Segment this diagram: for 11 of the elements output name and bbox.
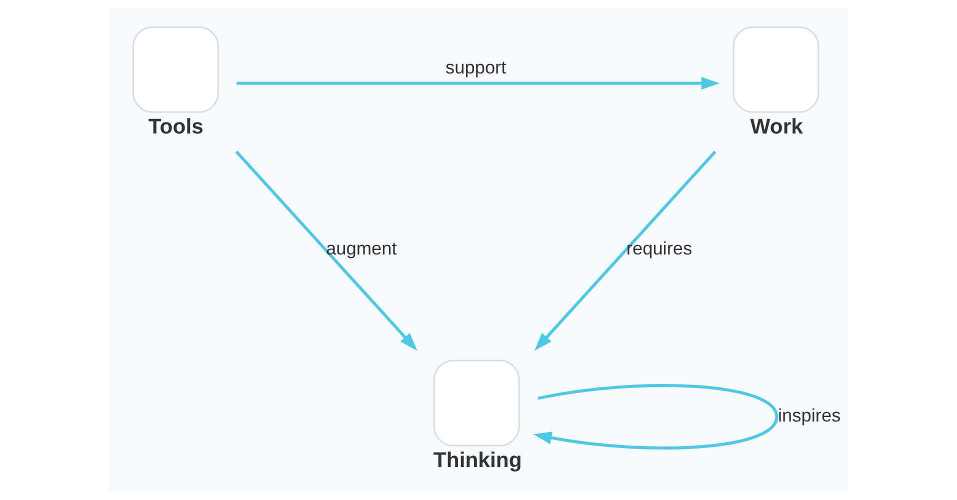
- edge-label: inspires: [778, 405, 841, 426]
- edge-label: support: [446, 58, 506, 78]
- node-label: Work: [750, 116, 803, 139]
- node-label: Thinking: [433, 449, 522, 472]
- edge-label: augment: [326, 238, 397, 259]
- arrow: [534, 150, 716, 351]
- arrow: [533, 384, 778, 450]
- edge-label: requires: [626, 238, 692, 259]
- arrow: [236, 76, 720, 90]
- node-label: Tools: [148, 116, 204, 139]
- arrow: [235, 150, 418, 351]
